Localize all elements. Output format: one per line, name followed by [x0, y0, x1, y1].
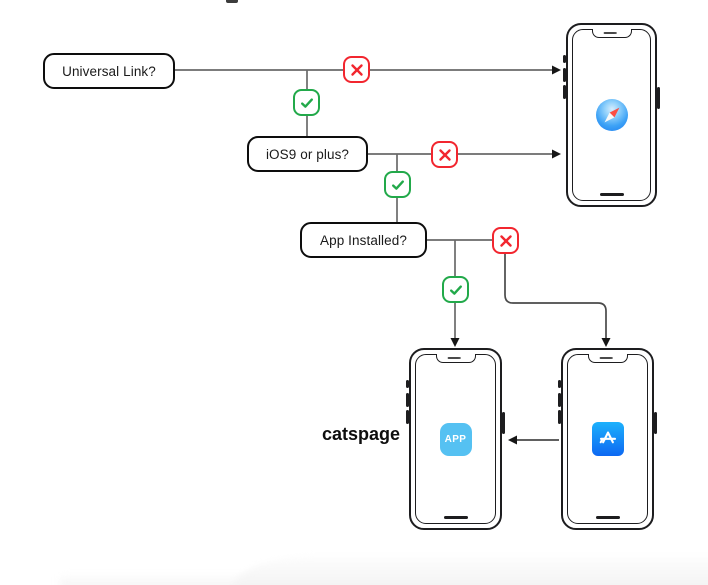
camera-dot	[614, 31, 618, 35]
edge-no-to-appstore-curve	[504, 253, 607, 339]
catspage-phone: APP	[405, 348, 506, 530]
notch	[435, 354, 476, 363]
volume-down-button	[562, 85, 566, 99]
arrowhead-to-appstore-phone	[601, 338, 611, 347]
safari-phone	[562, 23, 661, 207]
power-button	[657, 87, 661, 109]
notch	[591, 29, 632, 38]
volume-down-button	[405, 410, 409, 424]
appstore-phone-screen	[567, 354, 648, 524]
home-indicator	[599, 193, 624, 196]
checkmark-icon	[300, 97, 313, 108]
compass-needle	[604, 107, 619, 123]
bottom-surface-edge	[233, 556, 708, 585]
arrowhead-appstore-to-app	[508, 435, 517, 445]
volume-down-button	[557, 410, 561, 424]
power-button	[502, 412, 506, 434]
home-indicator	[443, 516, 468, 519]
home-indicator	[595, 516, 620, 519]
appstore-phone	[557, 348, 658, 530]
app-icon-label: APP	[444, 433, 467, 445]
checkmark-icon	[391, 179, 404, 190]
mute-switch	[405, 380, 409, 388]
speaker-slot	[447, 356, 460, 359]
safari-phone-screen	[572, 29, 651, 201]
decision-app-installed: App Installed?	[300, 222, 427, 258]
x-icon	[438, 148, 451, 161]
mute-switch	[562, 55, 566, 63]
app-store-icon	[591, 422, 624, 456]
power-button	[654, 412, 658, 434]
decision-ios9-or-plus-label: iOS9 or plus?	[265, 146, 350, 162]
app-store-a-glyph	[599, 431, 616, 444]
volume-up-button	[562, 68, 566, 82]
x-icon	[499, 234, 512, 247]
camera-dot	[458, 356, 462, 360]
arrowhead-to-safari-1	[552, 65, 561, 75]
decision-app-installed-label: App Installed?	[320, 232, 407, 248]
yes-badge-3	[442, 276, 469, 303]
yes-badge-1	[293, 89, 320, 116]
no-badge-3	[492, 227, 519, 254]
no-badge-1	[343, 56, 370, 83]
volume-up-button	[405, 393, 409, 407]
camera-dot	[610, 356, 614, 360]
safari-compass-icon	[595, 99, 628, 131]
arrowhead-to-safari-2	[552, 149, 561, 159]
notch	[587, 354, 628, 363]
decision-universal-link-label: Universal Link?	[62, 63, 156, 79]
decision-universal-link: Universal Link?	[43, 53, 175, 89]
cropped-heading-fragment	[226, 0, 238, 3]
generic-app-icon: APP	[439, 422, 472, 456]
yes-badge-2	[384, 171, 411, 198]
checkmark-icon	[449, 284, 462, 295]
no-badge-2	[431, 141, 458, 168]
decision-ios9-or-plus: iOS9 or plus?	[247, 136, 368, 172]
catspage-phone-screen: APP	[415, 354, 496, 524]
arrowhead-to-catspage-phone	[450, 338, 460, 347]
speaker-slot	[599, 356, 612, 359]
speaker-slot	[603, 31, 616, 34]
mute-switch	[557, 380, 561, 388]
catspage-label: catspage	[321, 424, 400, 444]
x-icon	[350, 63, 363, 76]
volume-up-button	[557, 393, 561, 407]
